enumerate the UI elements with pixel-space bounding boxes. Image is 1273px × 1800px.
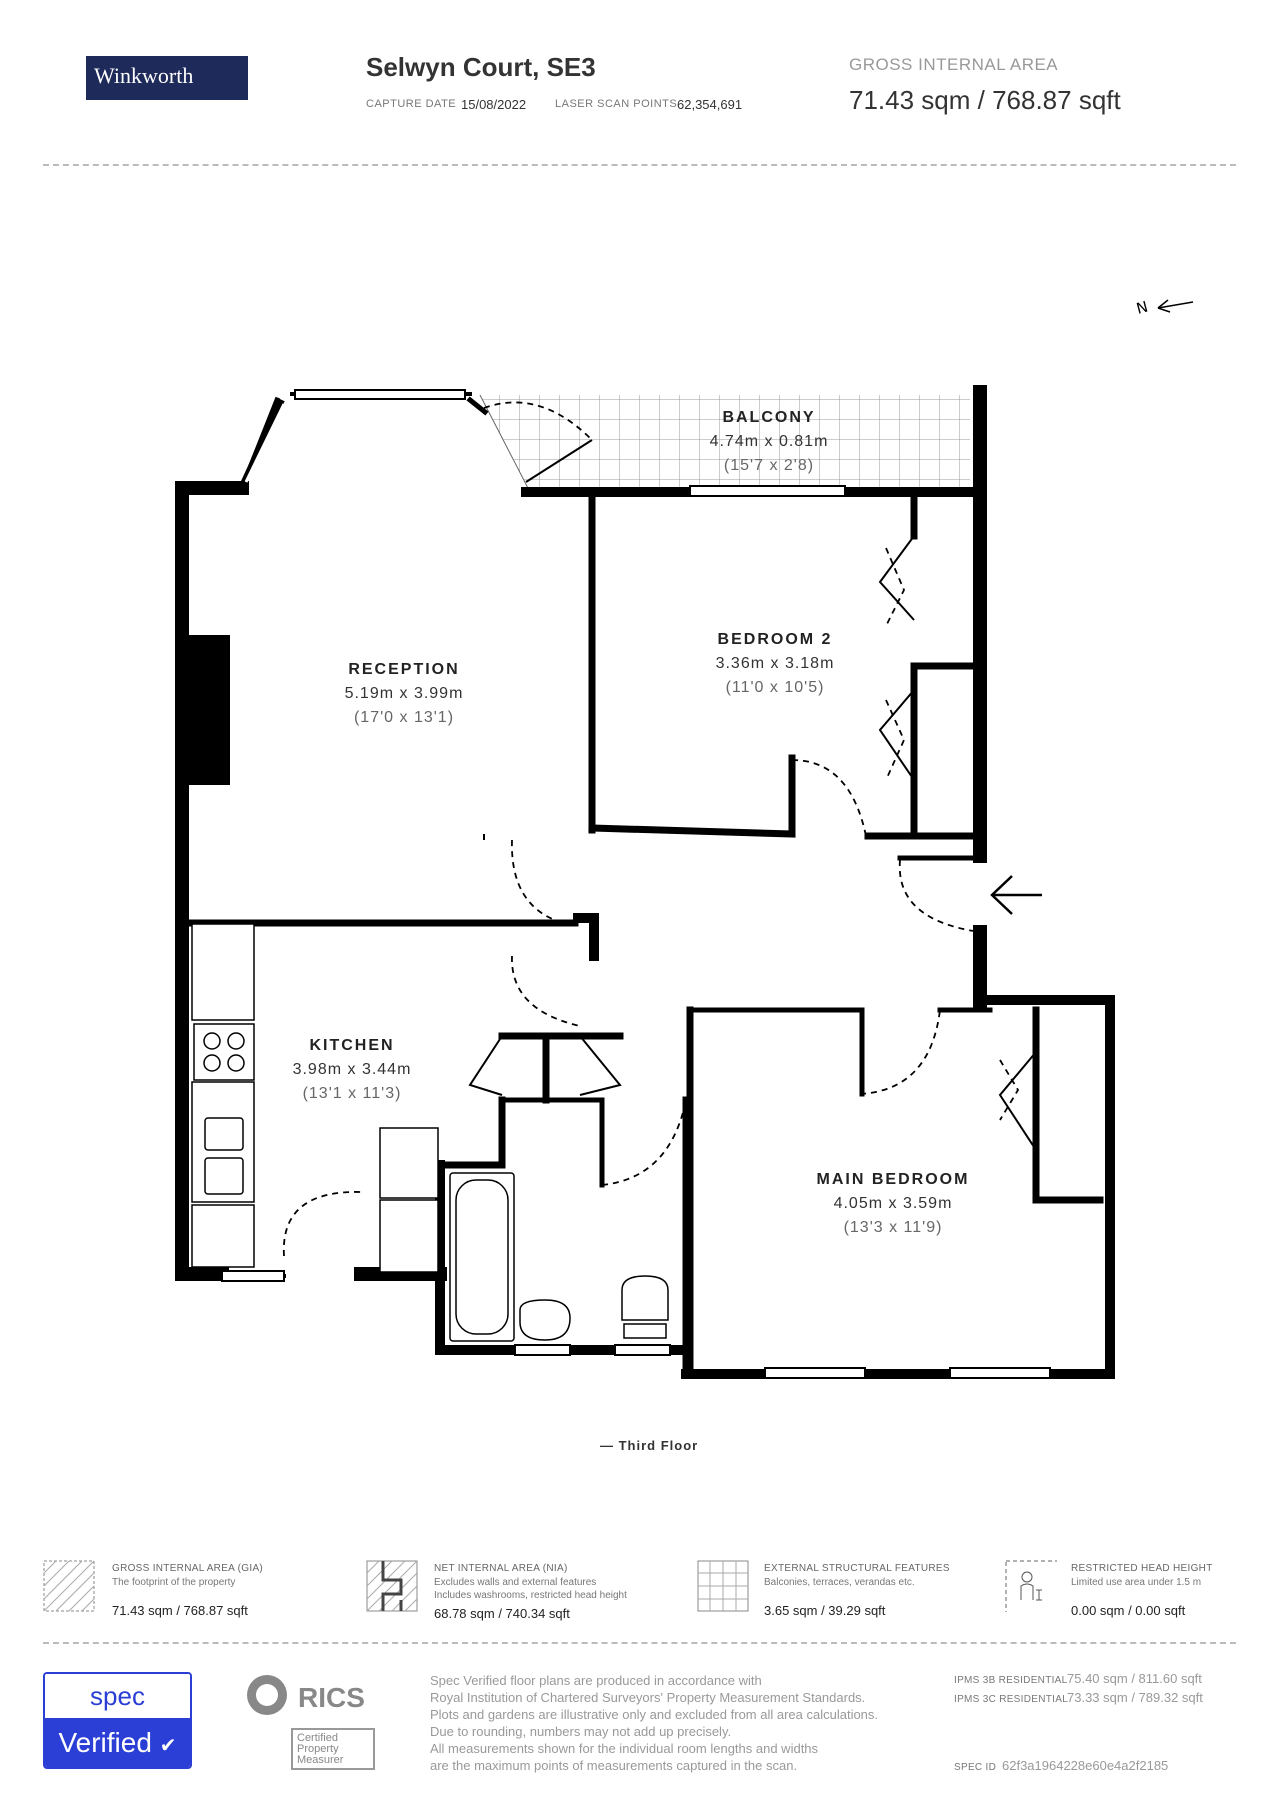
bedroom2-metric: 3.36m x 3.18m (716, 655, 835, 672)
rics-certified-badge: Certified Property Measurer (291, 1728, 375, 1770)
legend-external-title: EXTERNAL STRUCTURAL FEATURES (764, 1563, 950, 1574)
spec-verified: Verified ✔ (45, 1718, 190, 1767)
reception-name: RECEPTION (348, 661, 459, 678)
walls (175, 385, 1115, 1379)
legend-nia-line1: Excludes walls and external features (434, 1577, 597, 1588)
footer-divider (43, 1642, 1236, 1644)
reception-metric: 5.19m x 3.99m (345, 685, 464, 702)
floor-label: — Third Floor (600, 1438, 699, 1453)
rics-lion-icon (247, 1675, 287, 1715)
entrance-arrow-icon (990, 875, 1042, 915)
legend-external-value: 3.65 sqm / 39.29 sqft (764, 1603, 886, 1618)
disclaimer-line: Royal Institution of Chartered Surveyors… (430, 1690, 866, 1705)
rics-cert-line3: Measurer (297, 1754, 344, 1766)
brand-logo: Winkworth (86, 56, 248, 100)
windows (221, 389, 1051, 1379)
main-bedroom-imperial: (13'3 x 11'9) (844, 1219, 943, 1236)
legend-head-value: 0.00 sqm / 0.00 sqft (1071, 1603, 1186, 1618)
ipms-3b-label: IPMS 3B RESIDENTIAL (954, 1675, 1068, 1686)
legend-external-line: Balconies, terraces, verandas etc. (764, 1577, 915, 1588)
nia-legend-icon (366, 1560, 418, 1612)
ipms-3b-value: 75.40 sqm / 811.60 sqft (1067, 1671, 1202, 1686)
legend-nia-title: NET INTERNAL AREA (NIA) (434, 1563, 568, 1574)
kitchen-imperial: (13'1 x 11'3) (303, 1085, 402, 1102)
gia-legend-icon (43, 1560, 95, 1612)
spec-verified-badge: spec Verified ✔ (43, 1672, 192, 1769)
kitchen-fixtures (191, 923, 439, 1273)
kitchen-metric: 3.98m x 3.44m (293, 1061, 412, 1078)
balcony-area (479, 394, 970, 493)
scan-points: 62,354,691 (677, 97, 743, 112)
disclaimer-line: Plots and gardens are illustrative only … (430, 1707, 879, 1722)
bathroom-fixtures (449, 1172, 669, 1342)
head-height-legend-icon (1005, 1560, 1057, 1612)
disclaimer-line: Due to rounding, numbers may not add up … (430, 1724, 732, 1739)
rics-cert-line1: Certified (297, 1732, 338, 1744)
property-title: Selwyn Court, SE3 (366, 52, 596, 82)
legend-nia-line2: Includes washrooms, restricted head heig… (434, 1590, 627, 1601)
gia-value: 71.43 sqm / 768.87 sqft (849, 85, 1121, 115)
legend-gia-title: GROSS INTERNAL AREA (GIA) (112, 1563, 264, 1574)
door-leaves (468, 439, 1037, 1151)
disclaimer-line: Spec Verified floor plans are produced i… (430, 1673, 762, 1688)
main-bedroom-metric: 4.05m x 3.59m (834, 1195, 953, 1212)
header-divider (43, 164, 1236, 166)
bedroom2-imperial: (11'0 x 10'5) (726, 679, 825, 696)
external-legend-icon (697, 1560, 749, 1612)
reception-imperial: (17'0 x 13'1) (354, 709, 454, 726)
spec-id-value: 62f3a1964228e60e4a2f2185 (1002, 1758, 1169, 1773)
legend-head-title: RESTRICTED HEAD HEIGHT (1071, 1563, 1213, 1574)
ipms-3c-label: IPMS 3C RESIDENTIAL (954, 1694, 1069, 1705)
main-bedroom-name: MAIN BEDROOM (817, 1171, 970, 1188)
legend-nia-value: 68.78 sqm / 740.34 sqft (434, 1606, 570, 1621)
capture-date: 15/08/2022 (461, 97, 527, 112)
compass-icon (1157, 299, 1194, 313)
gia-label: GROSS INTERNAL AREA (849, 55, 1059, 74)
ipms-3c-value: 73.33 sqm / 789.32 sqft (1067, 1690, 1203, 1705)
compass-label: N (1134, 298, 1150, 318)
disclaimer-line: All measurements shown for the individua… (430, 1741, 819, 1756)
legend-head-line: Limited use area under 1.5 m (1071, 1577, 1202, 1588)
doors (283, 401, 1020, 1257)
bedroom2-name: BEDROOM 2 (718, 631, 833, 648)
balcony-metric: 4.74m x 0.81m (710, 433, 829, 450)
rics-cert-line2: Property (297, 1743, 339, 1755)
legend-gia-value: 71.43 sqm / 768.87 sqft (112, 1603, 248, 1618)
kitchen-name: KITCHEN (309, 1037, 394, 1054)
legend-gia-line: The footprint of the property (112, 1577, 236, 1588)
spec-id-label: SPEC ID (954, 1762, 997, 1773)
spec-brand: spec (45, 1674, 190, 1718)
capture-date-label: CAPTURE DATE (366, 98, 457, 110)
rics-logo-text: RICS (298, 1682, 365, 1713)
disclaimer-line: are the maximum points of measurements c… (430, 1758, 798, 1773)
disclaimer: Spec Verified floor plans are produced i… (430, 1672, 930, 1774)
balcony-imperial: (15'7 x 2'8) (724, 457, 814, 474)
balcony-name: BALCONY (722, 409, 815, 426)
scan-points-label: LASER SCAN POINTS (555, 98, 678, 110)
